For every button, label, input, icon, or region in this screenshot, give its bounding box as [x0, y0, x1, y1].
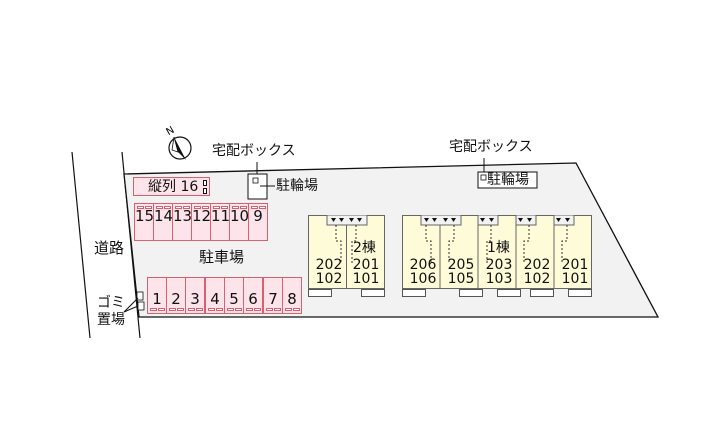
delivery-box-label-left: 宅配ボックス: [212, 143, 296, 159]
building-name: 2棟: [353, 240, 376, 256]
unit-upper: 206: [409, 257, 437, 273]
balcony: [568, 289, 592, 297]
parking-space-11: 11: [210, 203, 230, 241]
parking-space-16-tandem: 縦列 16: [133, 177, 210, 196]
unit-upper: 202: [523, 257, 551, 273]
unit-lower: 102: [523, 271, 551, 287]
parking-space-10: 10: [229, 203, 249, 241]
parking-space-1: 1: [147, 277, 167, 314]
unit-upper: 201: [352, 257, 380, 273]
delivery-box-label-right: 宅配ボックス: [449, 139, 533, 155]
building-1-outline: [420, 215, 575, 289]
unit-lower: 103: [485, 271, 513, 287]
delivery-box-icon-left: [252, 177, 259, 184]
building-2-outline: [326, 215, 368, 289]
svg-text:N: N: [165, 125, 177, 138]
balcony: [402, 289, 426, 297]
parking-space-2: 2: [166, 277, 186, 314]
unit-lower: 101: [561, 271, 589, 287]
parking-space-6: 6: [243, 277, 263, 314]
bicycle-parking-label-right: 駐輪場: [487, 172, 529, 188]
parking-space-12: 12: [191, 203, 211, 241]
parking-space-14: 14: [153, 203, 173, 241]
parking-space-7: 7: [263, 277, 283, 314]
balcony: [308, 289, 332, 297]
road-label: 道路: [94, 239, 125, 257]
delivery-box-icon-right: [480, 174, 487, 181]
bicycle-parking-area-right: [477, 171, 538, 189]
building-2: 2棟 202 102 201 101: [308, 215, 385, 289]
unit-lower: 106: [409, 271, 437, 287]
garbage-bin-icon: [136, 291, 144, 301]
parking-space-5: 5: [224, 277, 244, 314]
balcony: [361, 289, 385, 297]
parking-space-9: 9: [248, 203, 268, 241]
parking-space-13: 13: [172, 203, 192, 241]
parking-lot-label: 駐車場: [199, 248, 245, 266]
wheel-stop-icon: [203, 188, 207, 194]
unit-upper: 205: [447, 257, 475, 273]
bicycle-parking-label-left: 駐輪場: [276, 178, 318, 194]
garbage-label-line1: ゴミ: [97, 295, 125, 311]
parking-space-label: 縦列 16: [148, 179, 199, 195]
road-edge-left: [71, 151, 91, 339]
north-arrow-icon: N: [165, 125, 192, 160]
unit-lower: 101: [352, 271, 380, 287]
unit-upper: 201: [561, 257, 589, 273]
unit-lower: 102: [315, 271, 343, 287]
balcony: [530, 289, 554, 297]
parking-space-8: 8: [282, 277, 302, 314]
parking-space-3: 3: [185, 277, 205, 314]
building-1: 1棟 206 106 205 105 203 103 202 102 201 1…: [402, 215, 592, 289]
parking-space-15: 15: [134, 203, 154, 241]
wheel-stop-icon: [203, 180, 207, 186]
balcony: [459, 289, 483, 297]
unit-lower: 105: [447, 271, 475, 287]
garbage-bin-icon: [137, 301, 145, 311]
balcony: [497, 289, 521, 297]
parking-space-4: 4: [205, 277, 225, 314]
unit-upper: 203: [485, 257, 513, 273]
unit-upper: 202: [315, 257, 343, 273]
building-name: 1棟: [487, 240, 510, 256]
garbage-label-line2: 置場: [97, 312, 125, 328]
